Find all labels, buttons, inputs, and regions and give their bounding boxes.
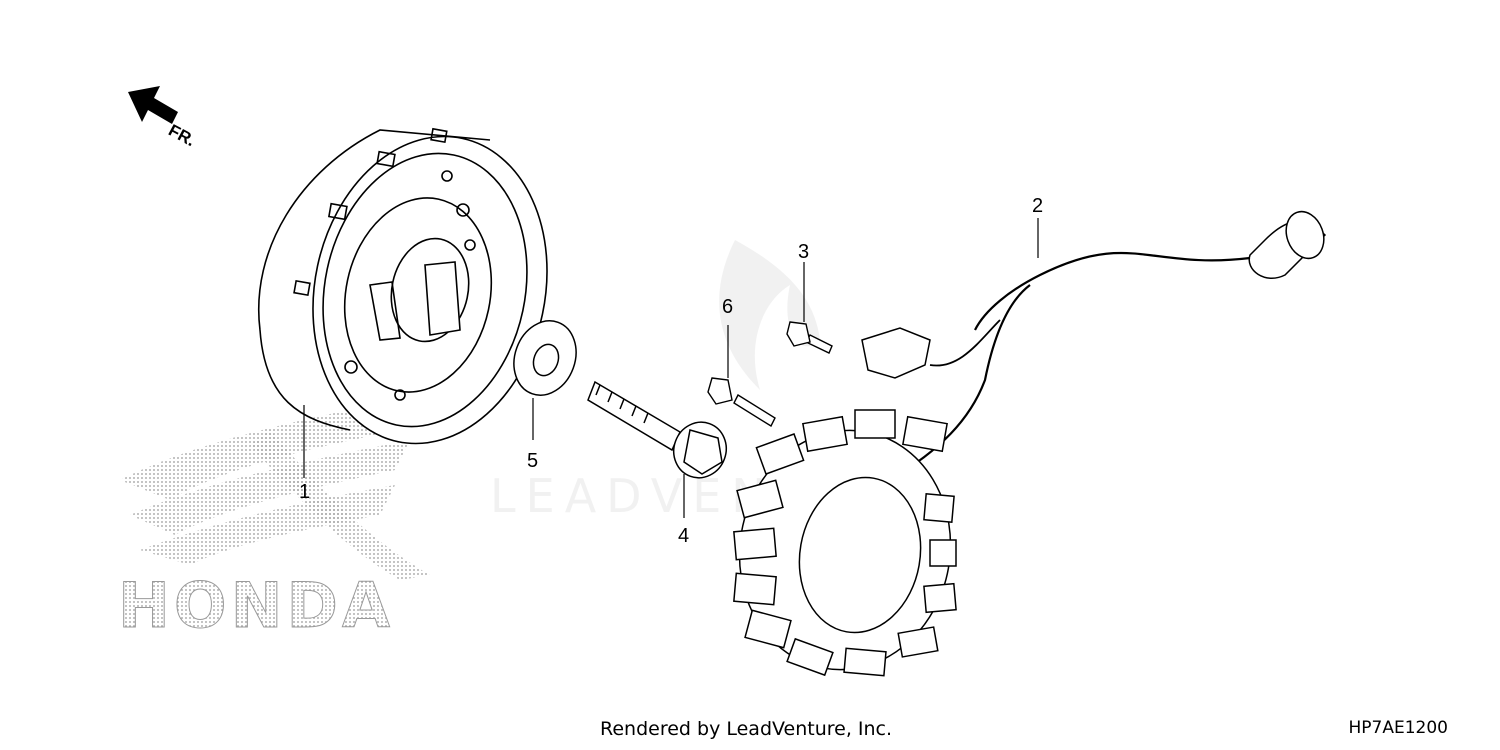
callout-1: 1	[299, 481, 310, 503]
small-bolt	[707, 377, 776, 427]
honda-brand-mark: HONDA	[118, 569, 394, 642]
callout-2: 2	[1032, 195, 1043, 217]
callout-5: 5	[527, 450, 538, 472]
callout-6: 6	[722, 296, 733, 318]
flange-bolt	[587, 380, 727, 479]
screw	[786, 321, 833, 354]
callout-4: 4	[678, 525, 689, 547]
flywheel	[258, 127, 548, 445]
diagram-code: HP7AE1200	[1348, 718, 1449, 738]
stator-assembly	[733, 210, 1327, 677]
footer-credit: Rendered by LeadVenture, Inc.	[600, 718, 893, 740]
svg-text:FR.: FR.	[165, 121, 198, 151]
honda-wing-logo: HONDA	[118, 395, 430, 643]
washer	[513, 320, 577, 396]
front-direction-arrow-icon: FR.	[128, 86, 199, 150]
callout-3: 3	[798, 241, 809, 263]
